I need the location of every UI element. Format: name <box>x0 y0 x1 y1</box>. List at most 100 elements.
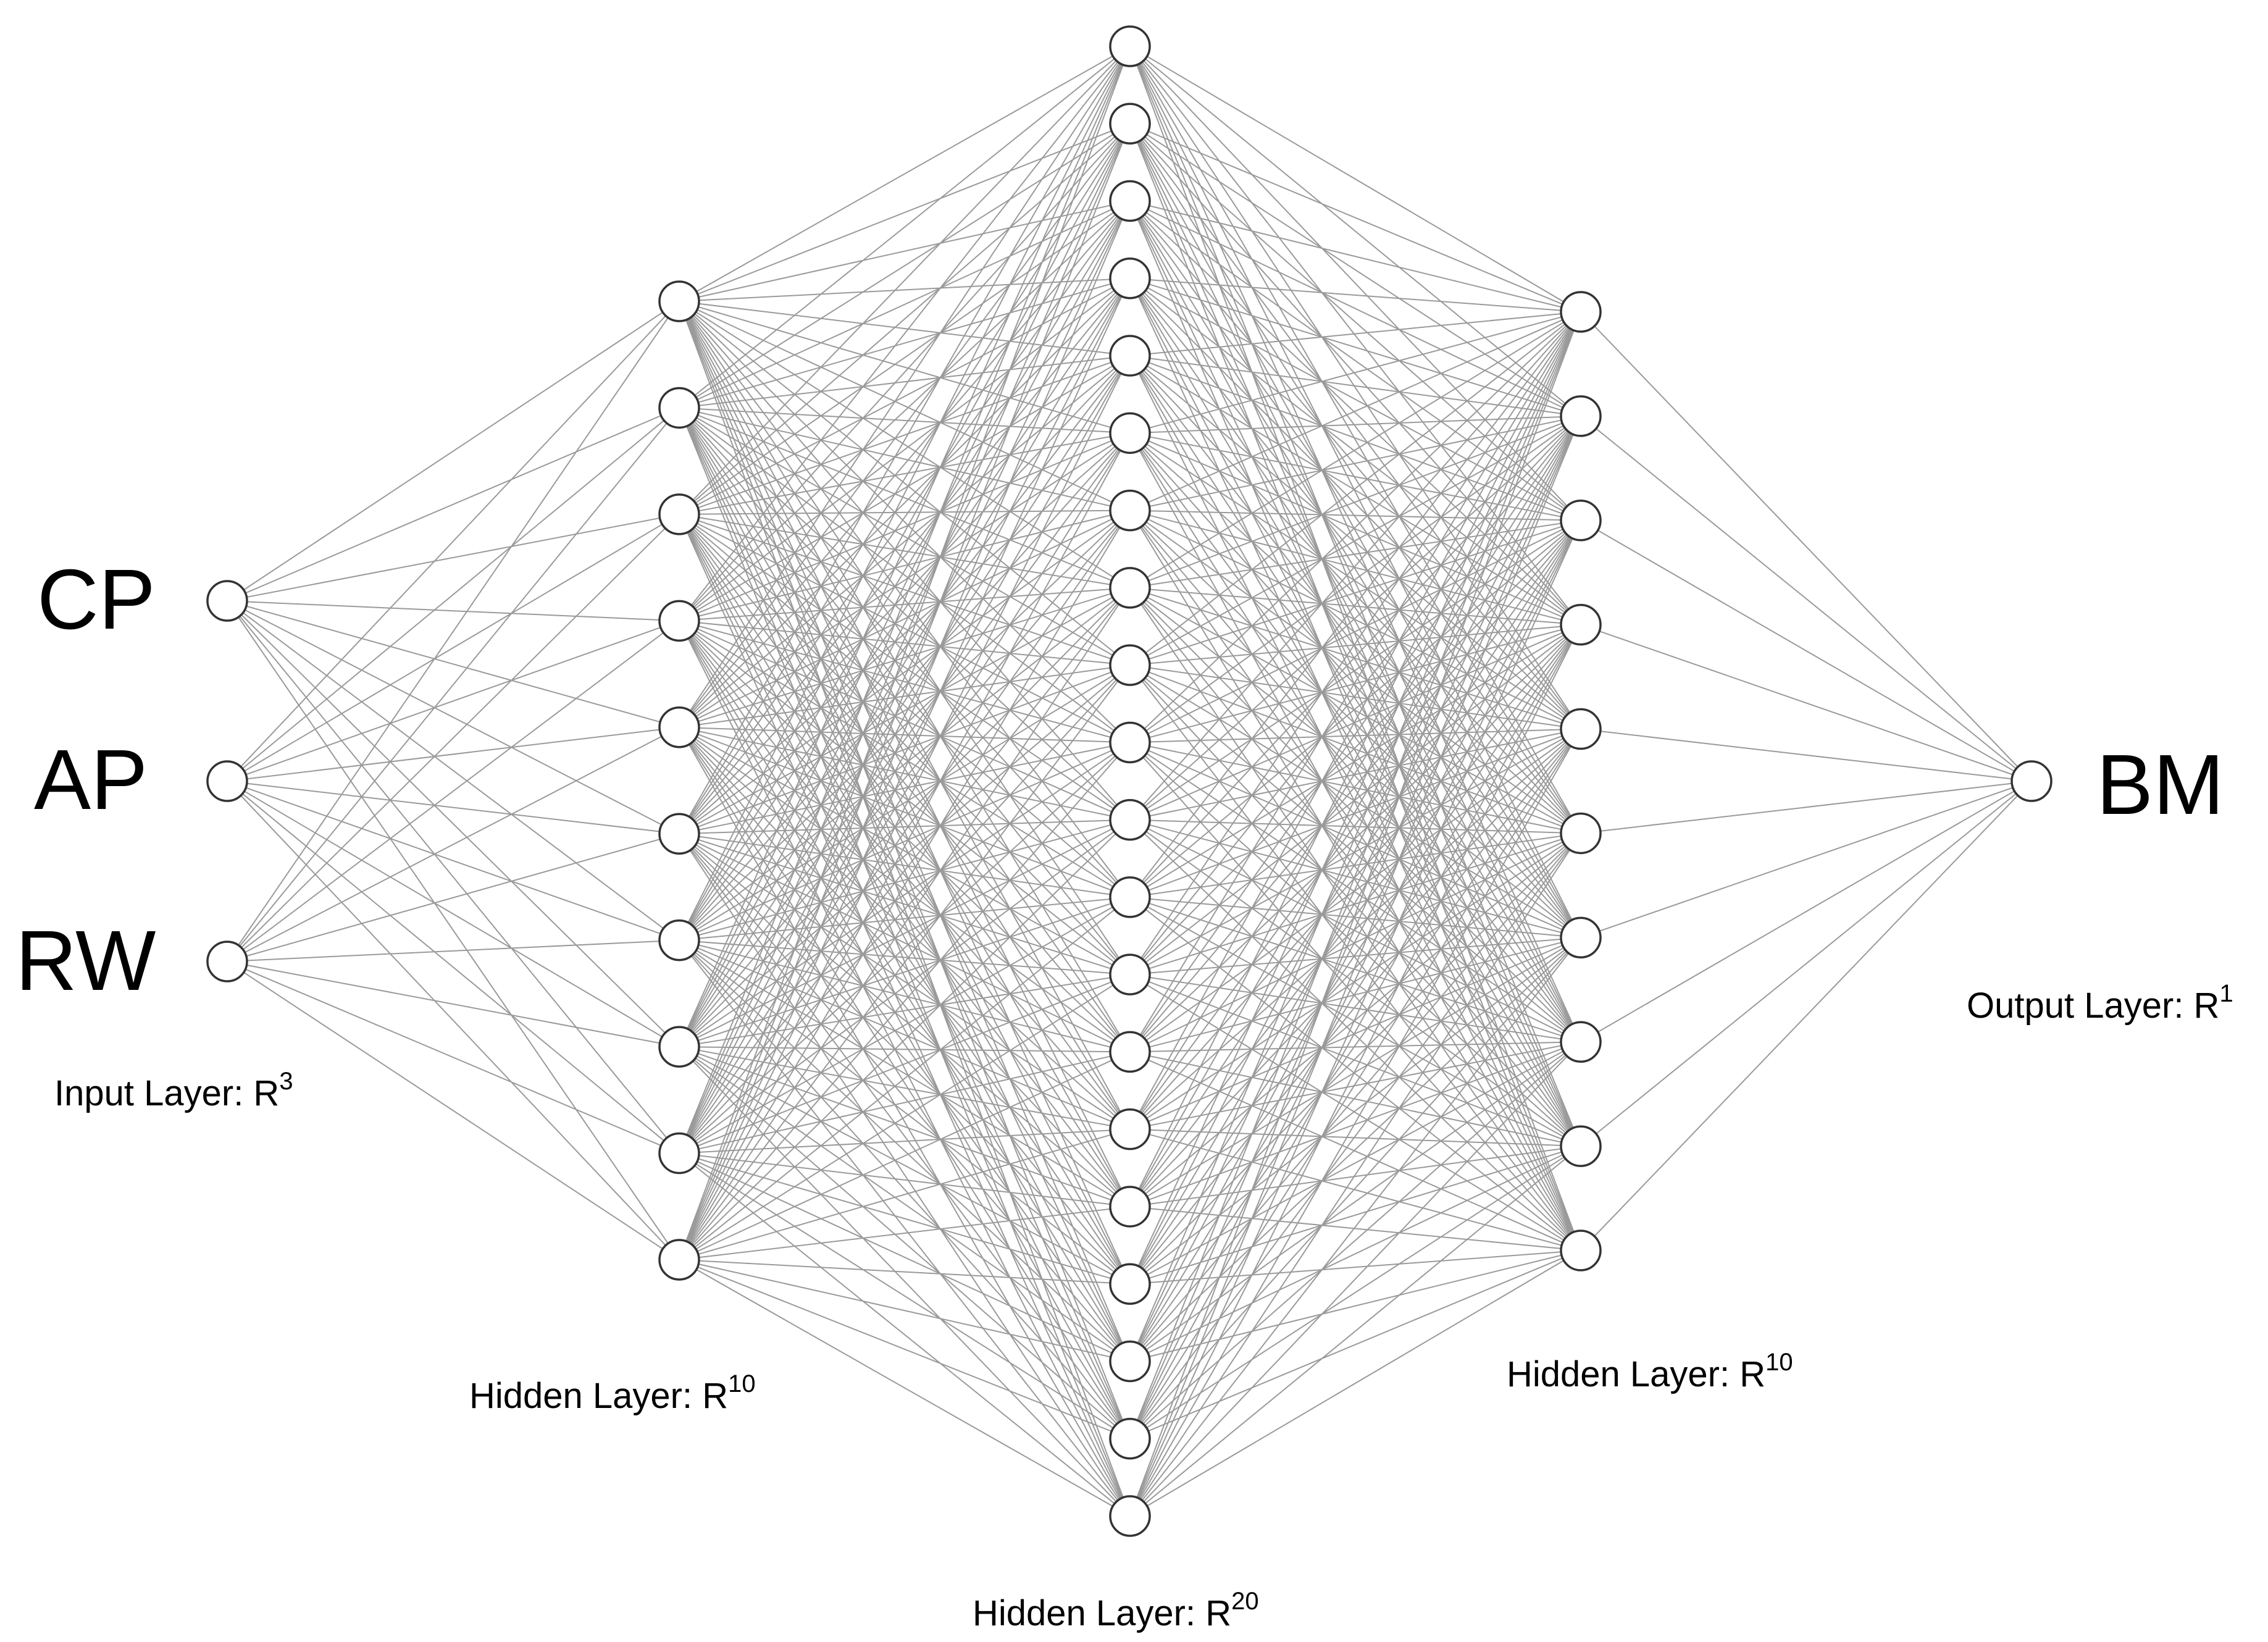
edge-hidden1-6-hidden2-17 <box>679 939 1131 1362</box>
edge-hidden2-15-hidden3-0 <box>1129 311 1581 1207</box>
edge-hidden2-10-hidden3-9 <box>1129 819 1581 1251</box>
edge-hidden2-15-hidden3-8 <box>1129 1146 1581 1207</box>
edge-hidden2-19-hidden3-2 <box>1129 520 1581 1517</box>
neuron-hidden3-7 <box>1560 1021 1602 1063</box>
edge-hidden2-2-hidden3-5 <box>1129 200 1581 834</box>
edge-input-0-hidden1-9 <box>227 600 680 1260</box>
edge-hidden1-6-hidden2-2 <box>679 201 1131 941</box>
edge-hidden2-16-hidden3-2 <box>1129 520 1581 1284</box>
edge-hidden1-7-hidden2-0 <box>679 46 1131 1047</box>
edge-hidden1-7-hidden2-16 <box>679 1046 1131 1285</box>
edge-hidden2-17-hidden3-6 <box>1129 937 1581 1362</box>
edge-input-2-hidden1-4 <box>227 726 680 962</box>
input-label-cp: CP <box>37 552 156 647</box>
edge-hidden2-4-hidden3-1 <box>1129 355 1581 417</box>
edge-hidden1-4-hidden2-16 <box>679 727 1131 1284</box>
edge-hidden2-14-hidden3-0 <box>1129 311 1581 1130</box>
edge-hidden2-11-hidden3-0 <box>1129 311 1581 898</box>
edge-input-2-hidden1-8 <box>227 961 680 1154</box>
edge-hidden1-7-hidden2-10 <box>679 819 1131 1048</box>
output-layer-superscript: 1 <box>2219 980 2233 1007</box>
neuron-hidden2-0 <box>1109 25 1151 67</box>
edge-hidden1-0-hidden2-4 <box>679 301 1131 357</box>
edge-hidden1-5-hidden2-15 <box>679 833 1131 1207</box>
edge-hidden2-15-hidden3-2 <box>1129 520 1581 1207</box>
edge-hidden1-1-hidden2-8 <box>679 407 1131 666</box>
edge-hidden1-5-hidden2-3 <box>679 278 1131 834</box>
edge-hidden2-14-hidden3-3 <box>1129 624 1581 1130</box>
edge-hidden2-18-hidden3-3 <box>1129 624 1581 1439</box>
edge-hidden1-1-hidden2-3 <box>679 277 1131 409</box>
edge-hidden2-0-hidden3-3 <box>1129 46 1581 626</box>
edge-hidden2-11-hidden3-4 <box>1129 728 1581 898</box>
edge-hidden2-0-hidden3-1 <box>1129 46 1581 417</box>
edge-hidden1-8-hidden2-11 <box>679 897 1131 1154</box>
edge-hidden1-6-hidden2-15 <box>679 939 1131 1207</box>
edge-input-1-hidden1-3 <box>227 620 680 782</box>
edge-hidden2-15-hidden3-9 <box>1129 1205 1581 1251</box>
edge-hidden1-3-hidden2-6 <box>679 509 1131 622</box>
edge-hidden2-6-hidden3-0 <box>1129 311 1581 511</box>
edge-hidden2-7-hidden3-6 <box>1129 587 1581 939</box>
neuron-hidden3-6 <box>1560 916 1602 959</box>
edge-hidden2-7-hidden3-5 <box>1129 587 1581 834</box>
edge-hidden2-17-hidden3-4 <box>1129 728 1581 1362</box>
edge-hidden2-12-hidden3-0 <box>1129 311 1581 975</box>
neuron-hidden2-4 <box>1109 335 1151 377</box>
edge-hidden2-6-hidden3-4 <box>1129 509 1581 730</box>
edge-input-1-hidden1-0 <box>227 301 680 782</box>
edge-hidden1-6-hidden2-11 <box>679 896 1131 941</box>
edge-hidden1-9-hidden2-2 <box>679 201 1131 1260</box>
edge-hidden2-12-hidden3-4 <box>1129 728 1581 976</box>
neuron-hidden3-8 <box>1560 1125 1602 1167</box>
edge-hidden1-4-hidden2-4 <box>679 355 1131 728</box>
edge-hidden2-8-hidden3-5 <box>1129 664 1581 834</box>
edge-hidden2-12-hidden3-1 <box>1129 416 1581 975</box>
edge-hidden2-6-hidden3-8 <box>1129 510 1581 1147</box>
neuron-hidden1-3 <box>658 600 700 642</box>
neuron-input-2 <box>206 940 248 982</box>
hidden-layer-3-caption-text: Hidden Layer: R <box>1507 1354 1765 1394</box>
edge-hidden1-7-hidden2-9 <box>679 742 1131 1047</box>
edge-hidden1-4-hidden2-1 <box>679 123 1131 728</box>
input-layer-caption: Input Layer: R3 <box>54 1068 293 1113</box>
edge-hidden2-3-hidden3-7 <box>1129 278 1581 1042</box>
edge-hidden2-17-hidden3-5 <box>1129 832 1581 1362</box>
neuron-input-0 <box>206 580 248 622</box>
neuron-hidden3-4 <box>1560 708 1602 750</box>
edge-hidden2-18-hidden3-6 <box>1129 937 1581 1439</box>
output-label-bm: BM <box>2096 737 2224 832</box>
edge-hidden1-6-hidden2-3 <box>679 278 1131 941</box>
edge-hidden2-9-hidden3-5 <box>1129 742 1581 834</box>
edge-hidden1-2-hidden2-5 <box>679 432 1131 515</box>
edge-hidden1-5-hidden2-6 <box>679 509 1131 835</box>
edge-hidden2-16-hidden3-9 <box>1129 1250 1581 1285</box>
edge-hidden1-2-hidden2-10 <box>679 514 1131 821</box>
edge-hidden2-10-hidden3-1 <box>1129 416 1581 821</box>
edge-hidden1-6-hidden2-14 <box>679 939 1131 1130</box>
edge-hidden1-7-hidden2-11 <box>679 896 1131 1048</box>
edge-hidden2-12-hidden3-7 <box>1129 974 1581 1043</box>
edge-hidden2-19-hidden3-1 <box>1129 416 1581 1517</box>
edge-hidden2-12-hidden3-6 <box>1129 937 1581 976</box>
edge-hidden1-4-hidden2-2 <box>679 200 1131 728</box>
edge-hidden2-5-hidden3-8 <box>1129 432 1581 1147</box>
edge-hidden2-2-hidden3-9 <box>1129 201 1581 1251</box>
neuron-hidden3-5 <box>1560 812 1602 855</box>
edge-hidden2-12-hidden3-2 <box>1129 520 1581 975</box>
edge-hidden1-6-hidden2-0 <box>679 46 1131 941</box>
neuron-hidden1-1 <box>658 387 700 429</box>
edge-hidden1-6-hidden2-10 <box>679 819 1131 941</box>
edge-hidden1-9-hidden2-17 <box>679 1259 1131 1362</box>
edge-hidden1-8-hidden2-3 <box>679 278 1131 1154</box>
edge-hidden2-19-hidden3-7 <box>1129 1041 1581 1517</box>
neuron-hidden2-12 <box>1109 953 1151 995</box>
edge-hidden1-9-hidden2-10 <box>679 819 1131 1260</box>
edge-input-2-hidden1-0 <box>227 301 680 962</box>
edge-hidden1-9-hidden2-0 <box>679 46 1131 1260</box>
edge-hidden2-3-hidden3-2 <box>1129 277 1581 521</box>
edge-hidden2-9-hidden3-3 <box>1129 624 1581 744</box>
edge-hidden1-4-hidden2-15 <box>679 727 1131 1207</box>
edge-hidden2-3-hidden3-9 <box>1129 278 1581 1251</box>
edge-hidden1-3-hidden2-0 <box>679 46 1131 621</box>
